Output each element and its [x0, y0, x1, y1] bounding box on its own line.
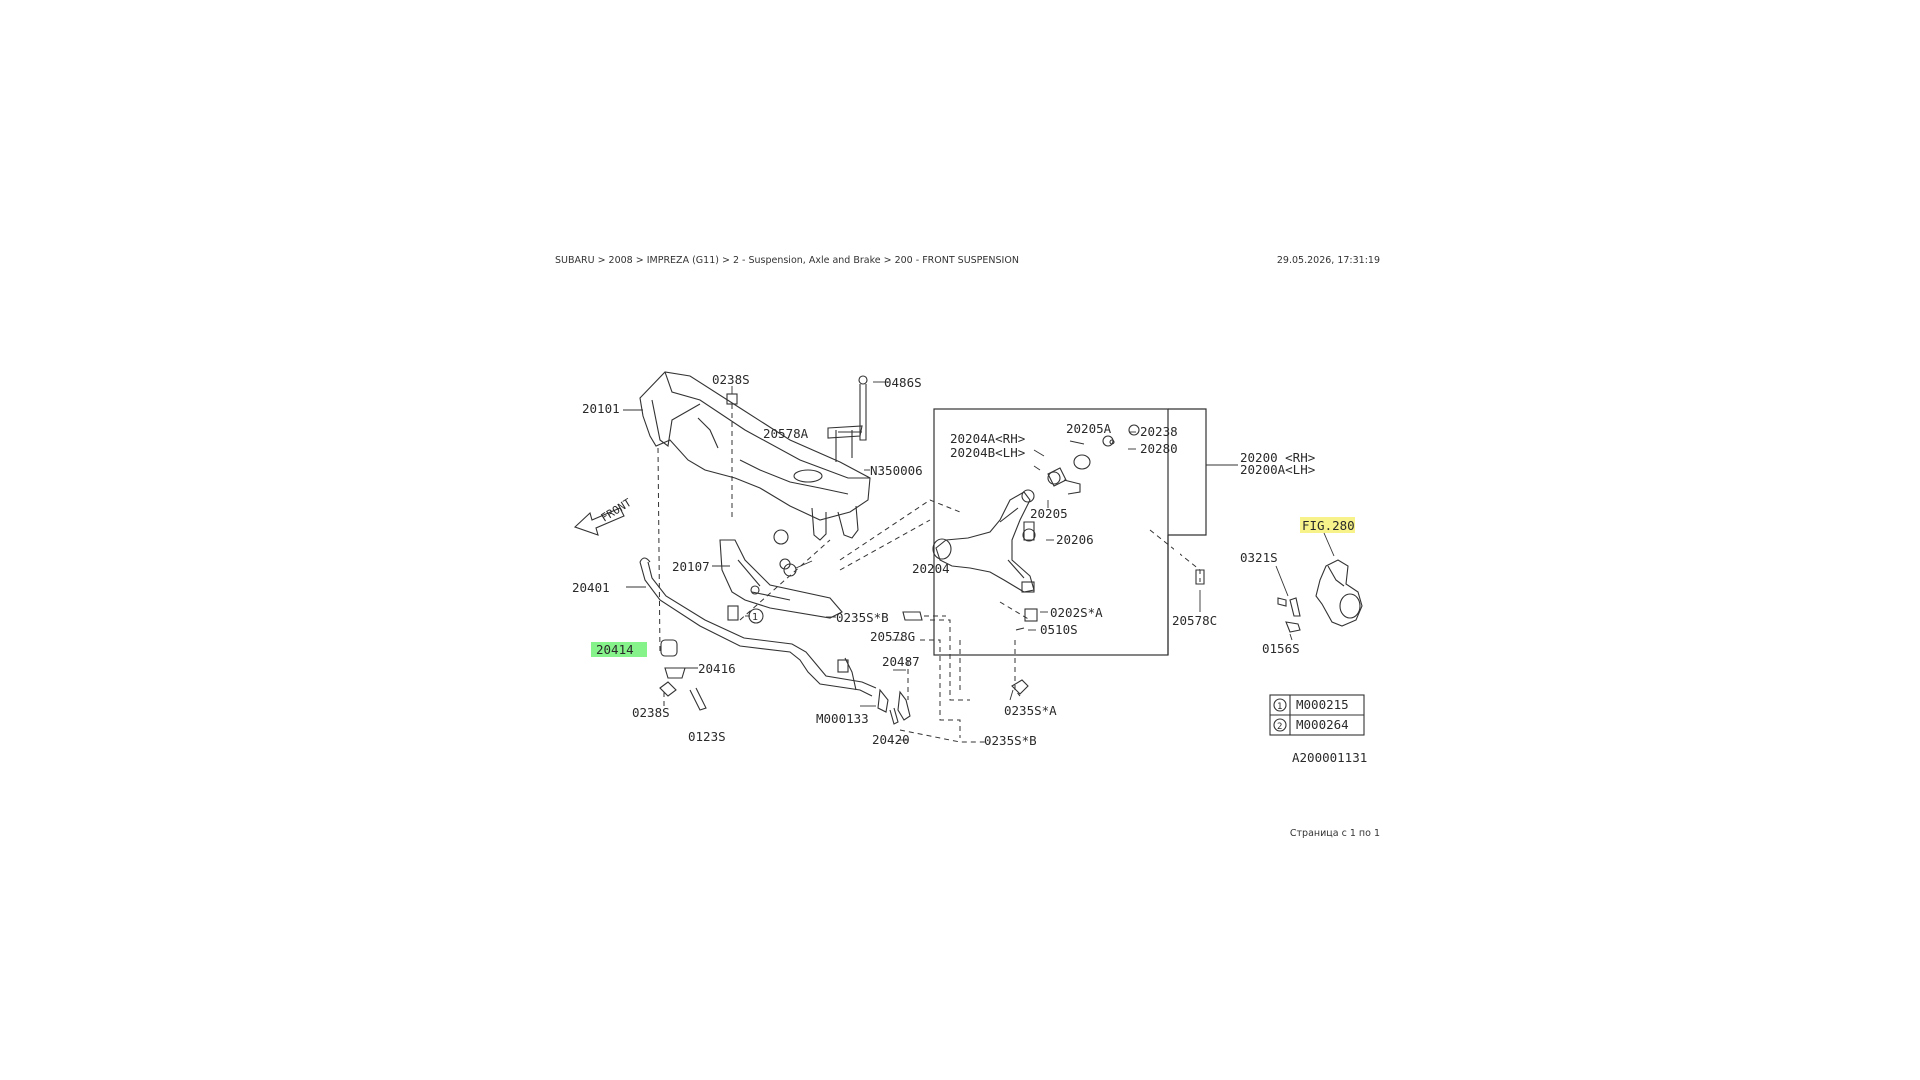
label-20578c: 20578C: [1172, 613, 1217, 628]
label-20204b: 20204B<LH>: [950, 445, 1025, 460]
label-20416: 20416: [698, 661, 736, 676]
label-20487: 20487: [882, 654, 920, 669]
legend-symbol-1: 1: [1277, 702, 1282, 712]
leader-lines: [623, 381, 1335, 741]
label-20200a: 20200A<LH>: [1240, 462, 1315, 477]
front-label: FRONT: [599, 496, 634, 525]
legend-symbol-2: 2: [1277, 722, 1282, 732]
label-0156s: 0156S: [1262, 641, 1300, 656]
top-bolts-drawing: [726, 375, 868, 520]
breadcrumb: SUBARU > 2008 > IMPREZA (G11) > 2 - Susp…: [555, 255, 1019, 266]
group-box-notch-cover: [1174, 538, 1180, 660]
label-20578g: 20578G: [870, 629, 915, 644]
legend-code-1: M000215: [1296, 697, 1349, 712]
label-20401: 20401: [572, 580, 610, 595]
legend-code-2: M000264: [1296, 717, 1349, 732]
label-20578a: 20578A: [763, 426, 809, 441]
label-20205: 20205: [1030, 506, 1068, 521]
label-0321s: 0321S: [1240, 550, 1278, 565]
label-20420: 20420: [872, 732, 910, 747]
lower-arm-drawing: [932, 424, 1205, 695]
legend-table: 1 M000215 2 M000264: [1269, 694, 1365, 736]
label-0510s: 0510S: [1040, 622, 1078, 637]
label-n350006: N350006: [870, 463, 923, 478]
highlight-fig280: [1300, 517, 1355, 533]
lower-arm-group-box: [933, 408, 1169, 656]
front-arrow: FRONT: [573, 496, 634, 536]
label-0235s-b-2: 0235S*B: [984, 733, 1037, 748]
label-0235s-b: 0235S*B: [836, 610, 889, 625]
svg-text:1: 1: [752, 612, 758, 623]
label-20414: 20414: [596, 642, 634, 657]
label-20200: 20200 <RH>: [1240, 450, 1315, 465]
figure-code: A200001131: [1292, 750, 1367, 765]
stabilizer-bar-drawing: [639, 447, 877, 711]
label-0123s: 0123S: [688, 729, 726, 744]
label-0238s-top: 0238S: [712, 372, 750, 387]
label-20204a: 20204A<RH>: [950, 431, 1025, 446]
page-count: Страница с 1 по 1: [1289, 828, 1380, 839]
label-20206: 20206: [1056, 532, 1094, 547]
part-labels: 20101 0238S 0486S 20578A N350006 20107 2…: [572, 372, 1355, 748]
label-20280: 20280: [1140, 441, 1178, 456]
label-20238: 20238: [1140, 424, 1178, 439]
label-20204: 20204: [912, 561, 950, 576]
group-box-notch: [1168, 408, 1207, 536]
label-0202s-a: 0202S*A: [1050, 605, 1103, 620]
print-timestamp: 29.05.2026, 17:31:19: [1276, 255, 1380, 266]
label-20107: 20107: [672, 559, 710, 574]
label-m000133: M000133: [816, 711, 869, 726]
stabilizer-link-drawing: [837, 611, 946, 725]
housing-drawing: [1277, 559, 1363, 633]
label-0235s-a: 0235S*A: [1004, 703, 1057, 718]
dashed-guides: [839, 499, 1201, 743]
label-0238s-bottom: 0238S: [632, 705, 670, 720]
transverse-link-drawing: 1: [719, 529, 843, 624]
crossmember-drawing: [639, 371, 871, 541]
label-fig280[interactable]: FIG.280: [1302, 518, 1355, 533]
label-20101: 20101: [582, 401, 620, 416]
highlight-20414: [591, 642, 647, 657]
label-20205a: 20205A: [1066, 421, 1112, 436]
label-0486s: 0486S: [884, 375, 922, 390]
